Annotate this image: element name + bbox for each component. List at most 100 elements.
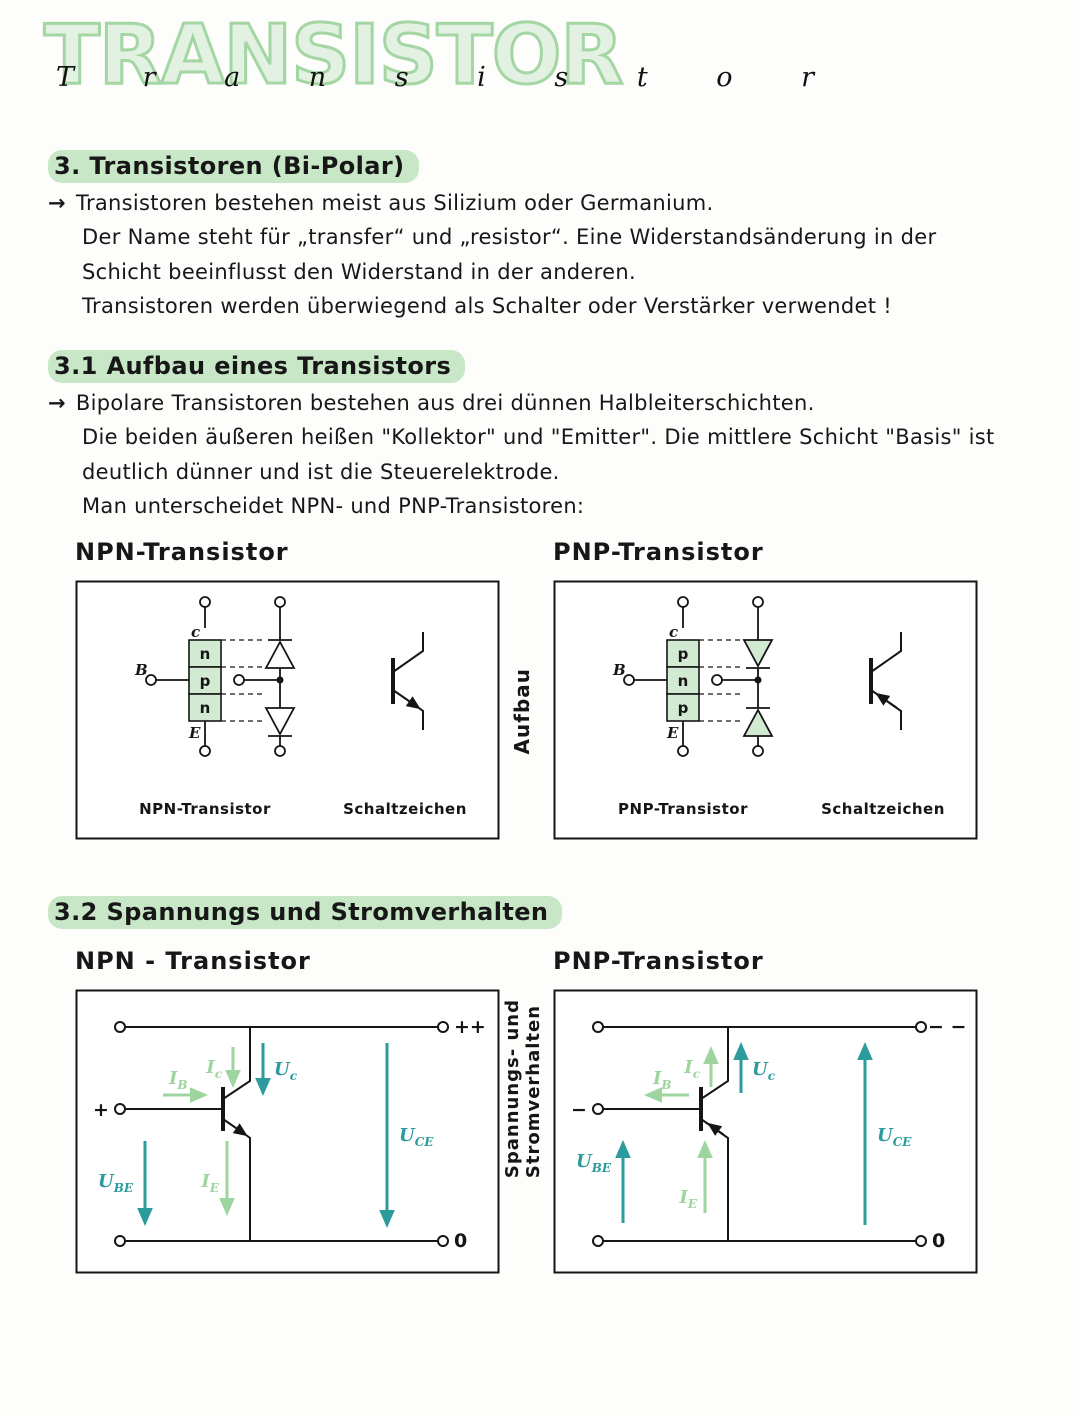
ib-base: I xyxy=(168,1068,178,1089)
emitter-arrow-in xyxy=(707,1123,725,1137)
structure-caption: PNP-Transistor xyxy=(618,800,748,818)
npn-circuit-diagram: IB Ic Uc UCE UBE IE + ++ 0 xyxy=(75,989,500,1274)
section-3-line-0: → Transistoren bestehen meist aus Silizi… xyxy=(48,190,1040,217)
collector-label: c xyxy=(669,623,678,641)
pnp-symbol xyxy=(869,632,902,731)
uce-label: UCE xyxy=(877,1125,912,1149)
emitter-arrow-out xyxy=(222,1118,248,1137)
pnp-rails xyxy=(592,1021,927,1248)
pnp-circuit-title: PNP-Transistor xyxy=(553,947,764,976)
emitter-terminal-circle xyxy=(199,745,211,758)
base-node-circle xyxy=(592,1103,604,1116)
npn-structure-diagram: n p n c B E xyxy=(75,580,500,840)
ube-label: UBE xyxy=(98,1171,134,1195)
rail-node-circle xyxy=(437,1235,449,1248)
diagram-border xyxy=(553,580,978,840)
diagram-border xyxy=(75,989,500,1274)
uce-sub: CE xyxy=(415,1135,435,1149)
section-3-1: 3.1 Aufbau eines Transistors → Bipolare … xyxy=(48,350,1040,520)
npn-symbol xyxy=(391,632,424,731)
ib-base: I xyxy=(652,1068,662,1089)
layer-label: n xyxy=(678,672,689,690)
symbol-caption: Schaltzeichen xyxy=(343,800,467,818)
ube-label: UBE xyxy=(576,1151,612,1175)
side-label-line2: Stromverhalten xyxy=(523,1005,544,1179)
ube-base: U xyxy=(576,1151,593,1172)
bottom-rail-sign: 0 xyxy=(454,1230,467,1252)
ic-label: Ic xyxy=(683,1057,700,1081)
section-3-2-heading: 3.2 Spannungs und Stromverhalten xyxy=(48,896,563,930)
uc-label: Uc xyxy=(274,1059,298,1083)
aufbau-side-label: Aufbau xyxy=(510,668,534,755)
section-3-heading: 3. Transistoren (Bi-Polar) xyxy=(48,150,419,183)
pnp-voltage-arrows xyxy=(615,1042,873,1226)
npn-voltage-arrows xyxy=(137,1043,395,1229)
ube-sub: BE xyxy=(591,1161,612,1175)
diode-triangle-down xyxy=(742,639,774,669)
pnp-circuit-diagram: IB Ic Uc UCE UBE IE − − − 0 xyxy=(553,989,978,1274)
ib-label: IB xyxy=(168,1068,188,1092)
collector-terminal-circle xyxy=(199,596,211,609)
section-3-line-1: Der Name steht für „transfer“ und „resis… xyxy=(82,225,937,250)
side-label-line1: Spannungs- und xyxy=(502,999,523,1179)
layer-label: p xyxy=(678,645,689,663)
rail-node-circle xyxy=(592,1021,604,1034)
pnp-junction-dashes xyxy=(699,639,742,722)
collector-terminal-circle xyxy=(677,596,689,609)
layer-p-bottom xyxy=(666,693,700,723)
collector-label: c xyxy=(191,623,200,641)
pnp-layer-stack: p n p xyxy=(666,639,700,723)
npn-circuit-title: NPN - Transistor xyxy=(75,947,311,976)
uc-sub: c xyxy=(768,1069,776,1083)
ie-base: I xyxy=(678,1187,688,1208)
layer-n-bottom xyxy=(188,693,222,723)
ib-sub: B xyxy=(176,1078,187,1092)
ube-base: U xyxy=(98,1171,115,1192)
ic-base: I xyxy=(683,1057,693,1078)
page-title: TRANSISTOR T r a n s i s t o r xyxy=(43,7,1040,138)
emitter-terminal-circle xyxy=(677,745,689,758)
rail-node-circle xyxy=(437,1021,449,1034)
uc-base: U xyxy=(752,1059,769,1080)
emitter-label: E xyxy=(666,724,679,742)
ib-sub: B xyxy=(660,1078,671,1092)
ie-sub: E xyxy=(687,1197,698,1211)
ic-sub: c xyxy=(215,1067,223,1081)
npn-junction-dashes xyxy=(221,639,264,722)
uce-base: U xyxy=(399,1125,416,1146)
top-rail-sign: ++ xyxy=(454,1016,486,1038)
ie-label: IE xyxy=(200,1171,219,1195)
bottom-rail-sign: 0 xyxy=(932,1230,945,1252)
base-label: B xyxy=(612,661,626,679)
circuit-diagrams-row: NPN - Transistor xyxy=(48,947,1040,1274)
section-3-1-text: Bipolare Transistoren bestehen aus drei … xyxy=(75,391,815,416)
rail-node-circle xyxy=(592,1235,604,1248)
symbol-caption: Schaltzeichen xyxy=(821,800,945,818)
uc-sub: c xyxy=(290,1069,298,1083)
npn-diode-column xyxy=(233,596,296,758)
title-block-letters: TRANSISTOR xyxy=(43,7,626,105)
ib-label: IB xyxy=(652,1068,672,1092)
title-handwritten-overlay: T r a n s i s t o r xyxy=(56,62,845,93)
ic-sub: c xyxy=(693,1067,701,1081)
npn-current-arrows xyxy=(163,1047,241,1217)
npn-structure-title: NPN-Transistor xyxy=(75,538,289,567)
npn-structure-column: NPN-Transistor xyxy=(75,538,500,840)
section-3-1-heading: 3.1 Aufbau eines Transistors xyxy=(48,350,466,384)
top-rail-sign: − − xyxy=(928,1016,966,1038)
emitter-label: E xyxy=(188,724,201,742)
uce-label: UCE xyxy=(399,1125,434,1149)
ic-base: I xyxy=(205,1057,215,1078)
section-3-text: Transistoren bestehen meist aus Silizium… xyxy=(75,191,714,215)
ie-sub: E xyxy=(209,1181,220,1195)
section-3-1-line-1: Die beiden äußeren heißen "Kollektor" un… xyxy=(82,425,995,450)
left-sign: + xyxy=(93,1099,109,1121)
layer-p-top xyxy=(666,639,700,669)
layer-label: p xyxy=(200,672,211,690)
ube-sub: BE xyxy=(113,1181,134,1195)
pnp-structure-title: PNP-Transistor xyxy=(553,538,764,567)
npn-circuit-column: NPN - Transistor xyxy=(75,947,500,1274)
npn-transistor-symbol xyxy=(221,1027,251,1242)
pnp-stack-terminals xyxy=(623,596,689,758)
